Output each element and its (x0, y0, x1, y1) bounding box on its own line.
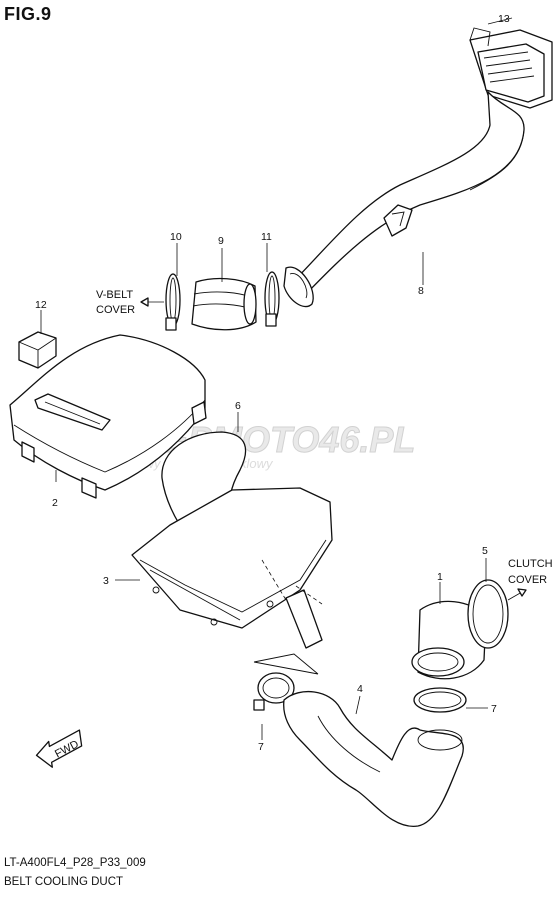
part-number-8: 8 (418, 285, 424, 297)
callout-clutch-line2: COVER (508, 574, 547, 586)
part-13-duct-inlet[interactable] (469, 27, 553, 109)
part-11-clamp[interactable] (264, 271, 280, 327)
alignment-line (261, 559, 287, 601)
part-number-4: 4 (357, 683, 363, 695)
callout-vbelt-cover: V-BELT COVER (96, 289, 135, 316)
part-4-lower-duct[interactable] (283, 690, 464, 827)
part-number-10: 10 (170, 231, 182, 243)
part-numbers: 13 8 10 9 11 12 2 6 3 1 5 7 7 4 (35, 13, 510, 753)
figure-code: LT-A400FL4_P28_P33_009 (4, 857, 146, 869)
part-number-3: 3 (103, 575, 109, 587)
part-number-9: 9 (218, 235, 224, 247)
callout-vbelt-line2: COVER (96, 304, 135, 316)
part-3-base-tray[interactable] (131, 487, 333, 649)
figure-title: FIG.9 (4, 4, 52, 24)
part-number-13: 13 (498, 13, 510, 25)
callout-vbelt-line1: V-BELT (96, 289, 133, 301)
part-number-2: 2 (52, 497, 58, 509)
callout-clutch-line1: CLUTCH (508, 558, 553, 570)
part-number-5: 5 (482, 545, 488, 557)
part-number-11: 11 (261, 231, 272, 243)
part-5-clamp[interactable] (467, 579, 509, 649)
part-number-7-right: 7 (491, 703, 497, 715)
part-12-cushion[interactable] (18, 331, 57, 369)
leader-lines (40, 17, 527, 740)
part-9-duct-boot[interactable] (191, 277, 257, 331)
part-7-clamp-left[interactable] (253, 672, 295, 711)
part-number-7-left: 7 (258, 741, 264, 753)
part-2-cover[interactable] (9, 334, 207, 499)
part-number-6: 6 (235, 400, 241, 412)
part-10-clamp[interactable] (165, 273, 181, 331)
part-8-cooling-duct[interactable] (283, 91, 525, 308)
part-number-12: 12 (35, 299, 47, 311)
figure-name: BELT COOLING DUCT (4, 876, 124, 888)
fwd-arrow: FWD (35, 729, 83, 768)
part-7-clamp-right[interactable] (413, 687, 467, 713)
callout-clutch-cover: CLUTCH COVER (508, 558, 553, 586)
alignment-line (295, 585, 323, 605)
part-number-1: 1 (437, 571, 443, 583)
